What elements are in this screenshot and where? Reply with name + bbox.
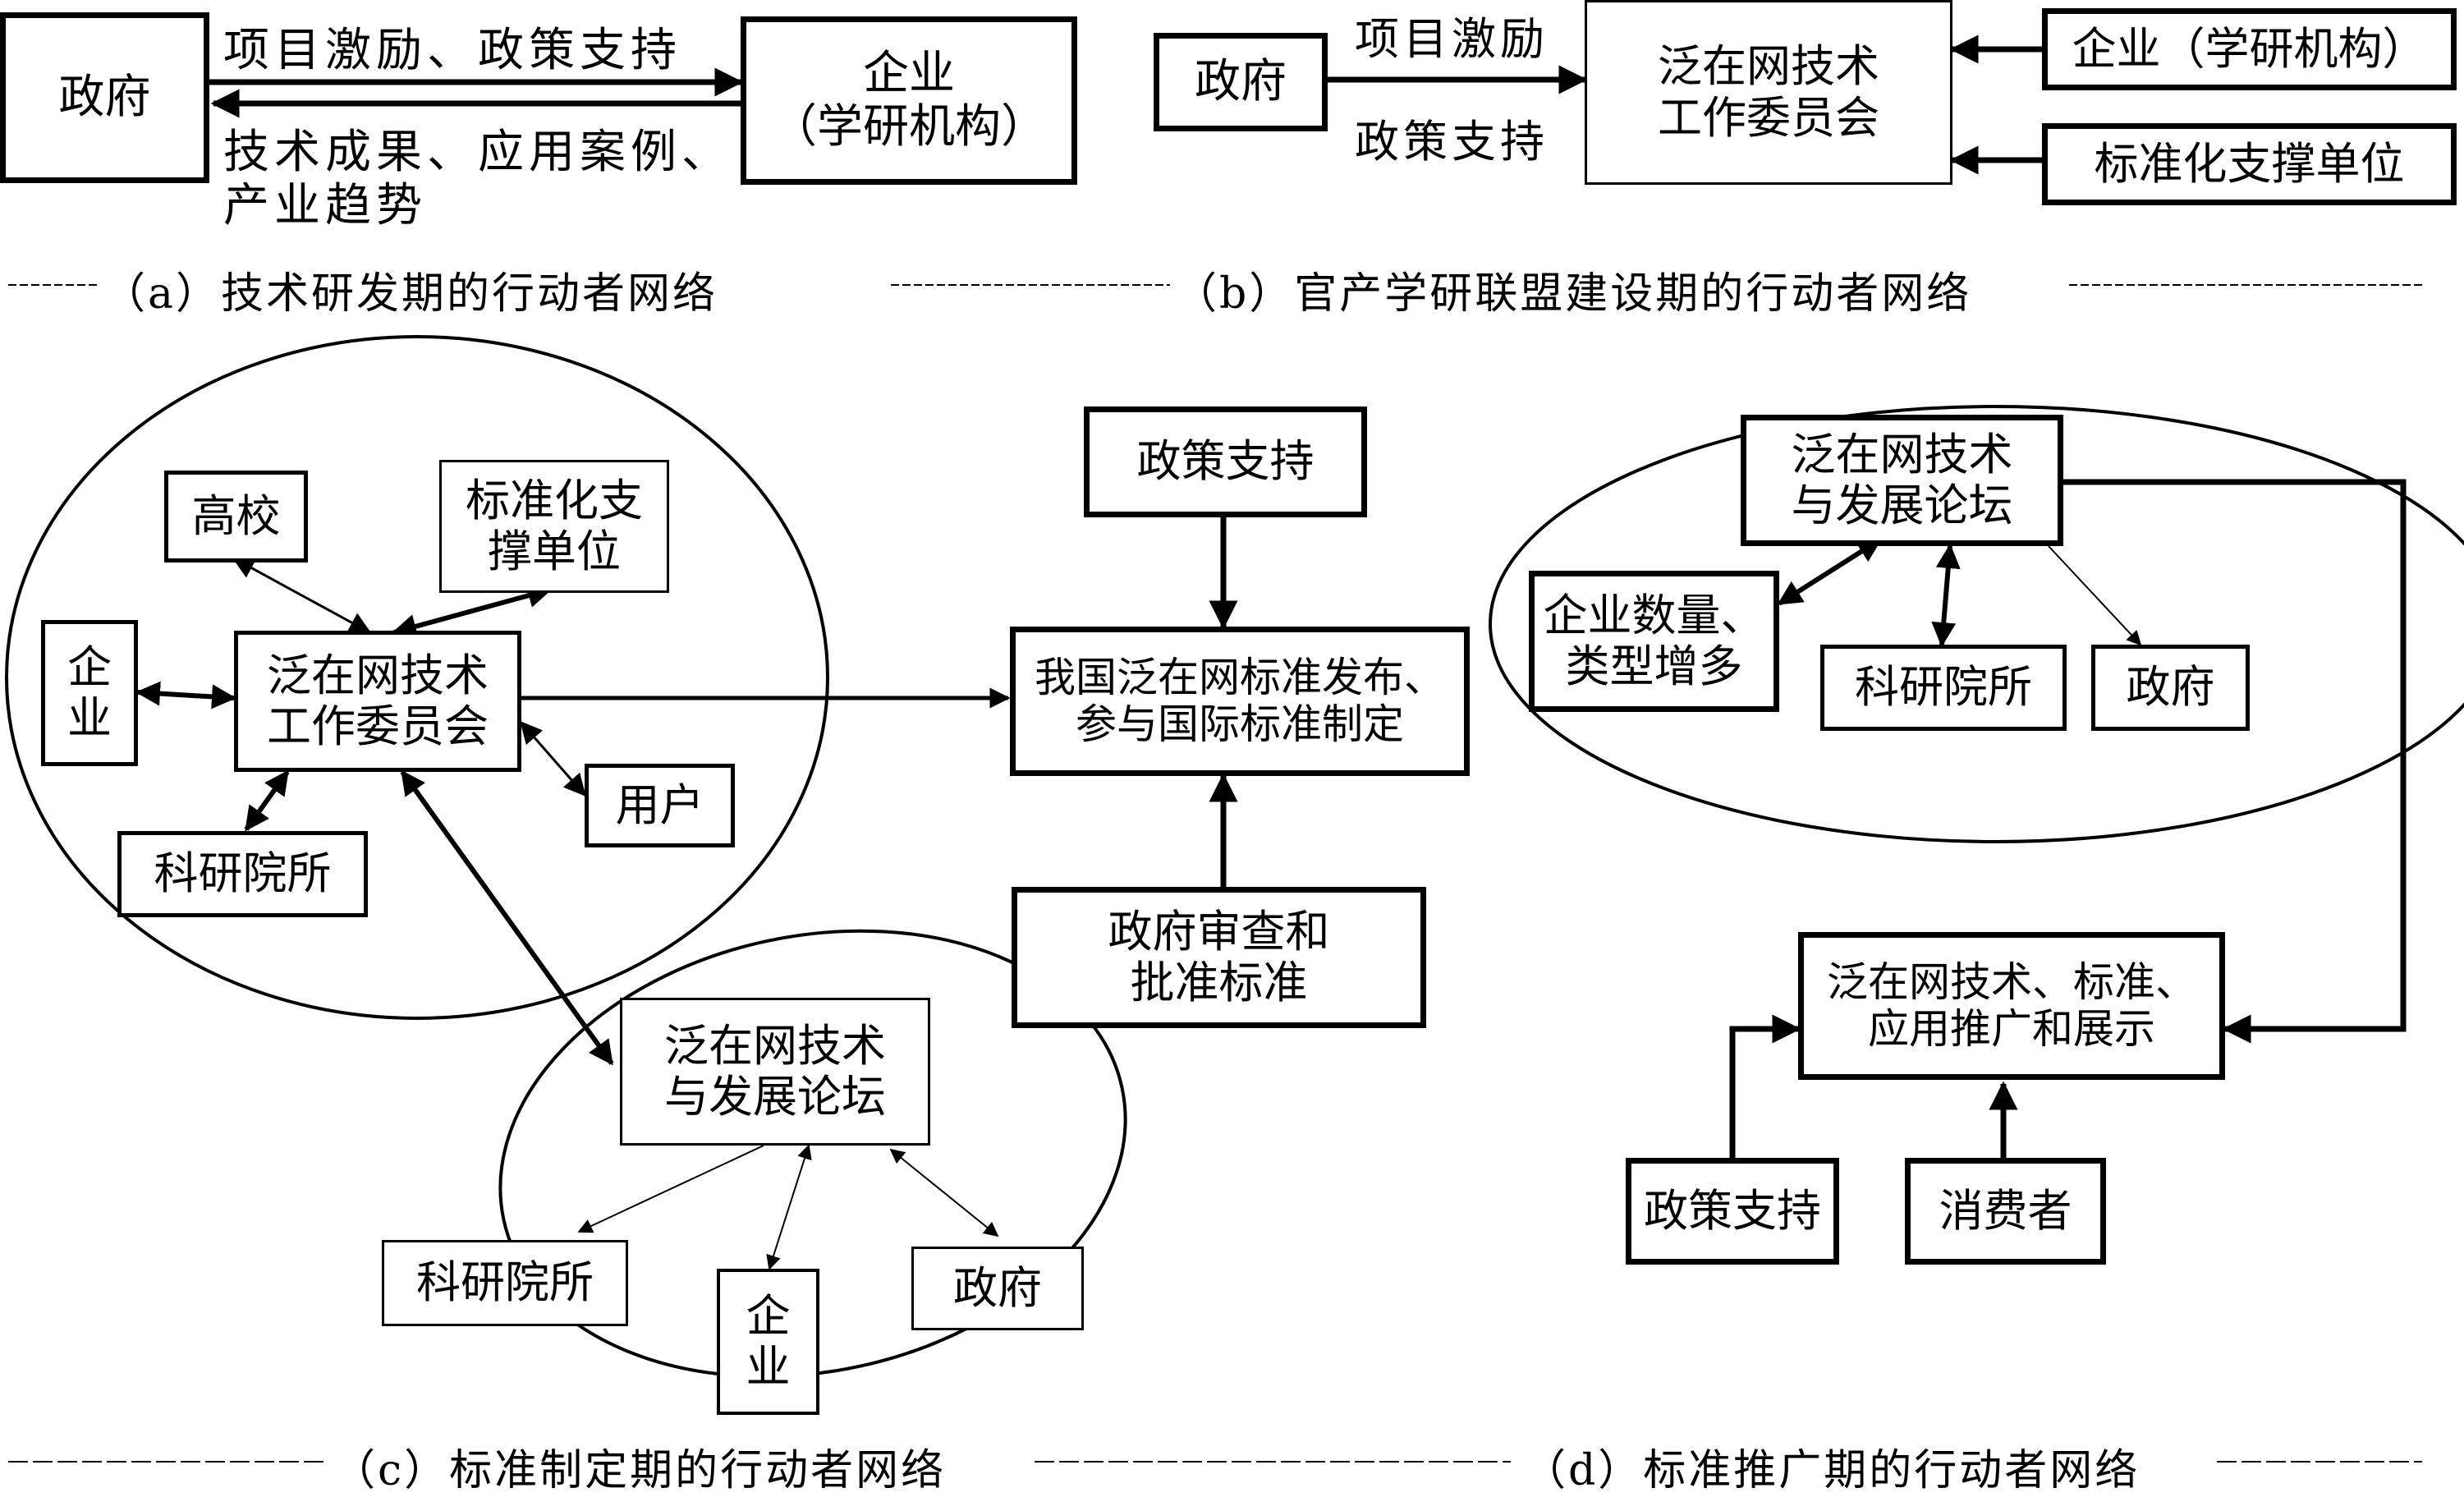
arrow-committee-standard: [392, 583, 553, 639]
standard-unit-label-b: 标准化支撑单位: [2094, 137, 2405, 190]
gov-box-a: 政府: [0, 12, 209, 183]
publish-box-c: 我国泛在网标准发布、 参与国际标准制定: [1010, 627, 1470, 776]
review-label-c: 政府审查和 批准标准: [1108, 905, 1330, 1008]
arrow-d-policy-promotion: [1729, 1014, 1801, 1158]
ellipse-forum-network: [498, 929, 1127, 1379]
research-box-c: 科研院所: [117, 831, 368, 917]
publish-label-c: 我国泛在网标准发布、 参与国际标准制定: [1035, 653, 1445, 748]
companies-label-d: 企业数量、 类型增多: [1543, 589, 1765, 692]
user-box-c: 用户: [585, 764, 735, 847]
caption-c: （c）标准制定期的行动者网络: [333, 1446, 947, 1495]
ellipse-forum-network-d: [1489, 405, 2464, 843]
user-label-c: 用户: [615, 778, 704, 831]
promotion-box-d: 泛在网技术、标准、 应用推广和展示: [1798, 932, 2225, 1080]
arrow-committee-university: [232, 557, 372, 634]
committee-box-c: 泛在网技术 工作委员会: [234, 631, 521, 772]
company-box-b: 企业（学研机构）: [2042, 8, 2457, 90]
forum-box-c: 泛在网技术 与发展论坛: [620, 998, 930, 1146]
caption-d: （d）标准推广期的行动者网络: [1523, 1446, 2141, 1495]
arrow-label-top-b: 项目激励: [1355, 13, 1549, 65]
policy-box-c: 政策支持: [1084, 406, 1367, 517]
forum-gov-label-c: 政府: [953, 1261, 1042, 1314]
arrow-committee-user: [520, 720, 586, 797]
company-box-c: 企 业: [41, 620, 138, 766]
university-label-c: 高校: [191, 489, 281, 542]
arrow-committee-research: [244, 769, 290, 832]
standard-unit-box-c: 标准化支 撑单位: [439, 460, 669, 593]
arrow-committee-forum: [400, 769, 614, 1066]
review-box-c: 政府审查和 批准标准: [1012, 887, 1426, 1028]
arrow-forum-company: [766, 1144, 812, 1270]
forum-company-label-c: 企 业: [746, 1289, 791, 1393]
promotion-label-d: 泛在网技术、标准、 应用推广和展示: [1827, 957, 2196, 1053]
arrow-d-forum-research: [1931, 544, 1961, 647]
gov-box-b: 政府: [1154, 33, 1328, 131]
gov-box-d: 政府: [2091, 645, 2250, 731]
committee-label-c: 泛在网技术 工作委员会: [267, 649, 489, 752]
standard-unit-label-c: 标准化支 撑单位: [466, 474, 643, 577]
caption-a: （a）技术研发期的行动者网络: [103, 269, 718, 319]
company-box-a: 企业 （学研机构）: [741, 16, 1077, 185]
policy-label-d: 政策支持: [1644, 1184, 1821, 1237]
consumer-label-d: 消费者: [1939, 1184, 2072, 1237]
arrow-d-forum-companies: [1777, 537, 1883, 606]
companies-box-d: 企业数量、 类型增多: [1529, 571, 1779, 712]
gov-label-b: 政府: [1195, 54, 1287, 108]
arrow-d-forum-gov: [2048, 545, 2142, 646]
research-label-d: 科研院所: [1855, 661, 2032, 714]
company-label-a: 企业 （学研机构）: [771, 47, 1047, 154]
arrow-committee-company: [135, 681, 236, 709]
arrow-d-forum-promotion: [2063, 479, 2407, 1044]
company-label-c: 企 业: [67, 641, 112, 744]
forum-label-d: 泛在网技术 与发展论坛: [1791, 428, 2013, 531]
company-label-b: 企业（学研机构）: [2072, 22, 2427, 75]
forum-label-c: 泛在网技术 与发展论坛: [664, 1019, 886, 1123]
arrow-label-bottom-a-2: 产业趋势: [223, 179, 427, 232]
research-label-c: 科研院所: [154, 847, 332, 900]
standard-unit-box-b: 标准化支撑单位: [2042, 123, 2457, 205]
committee-label-b: 泛在网技术 工作委员会: [1658, 40, 1879, 144]
university-box-c: 高校: [164, 471, 308, 563]
policy-box-d: 政策支持: [1626, 1158, 1839, 1265]
arrow-label-bottom-a-1: 技术成果、应用案例、: [223, 126, 732, 179]
arrow-label-bottom-b: 政策支持: [1355, 116, 1549, 168]
forum-research-label-c: 科研院所: [416, 1256, 594, 1309]
arrow-label-top-a: 项目激励、政策支持: [223, 24, 681, 77]
forum-company-box-c: 企 业: [717, 1269, 819, 1415]
caption-b: （b）官产学研联盟建设期的行动者网络: [1174, 269, 1972, 319]
forum-research-box-c: 科研院所: [382, 1240, 628, 1326]
arrow-forum-research: [577, 1145, 764, 1233]
forum-box-d: 泛在网技术 与发展论坛: [1741, 415, 2063, 546]
gov-label-d: 政府: [2126, 661, 2215, 714]
gov-label-a: 政府: [58, 70, 151, 124]
consumer-box-d: 消费者: [1905, 1158, 2106, 1265]
forum-gov-box-c: 政府: [911, 1247, 1084, 1330]
policy-label-c: 政策支持: [1136, 435, 1315, 488]
research-box-d: 科研院所: [1820, 645, 2067, 731]
committee-box-b: 泛在网技术 工作委员会: [1585, 0, 1952, 185]
arrow-forum-gov: [889, 1148, 999, 1238]
